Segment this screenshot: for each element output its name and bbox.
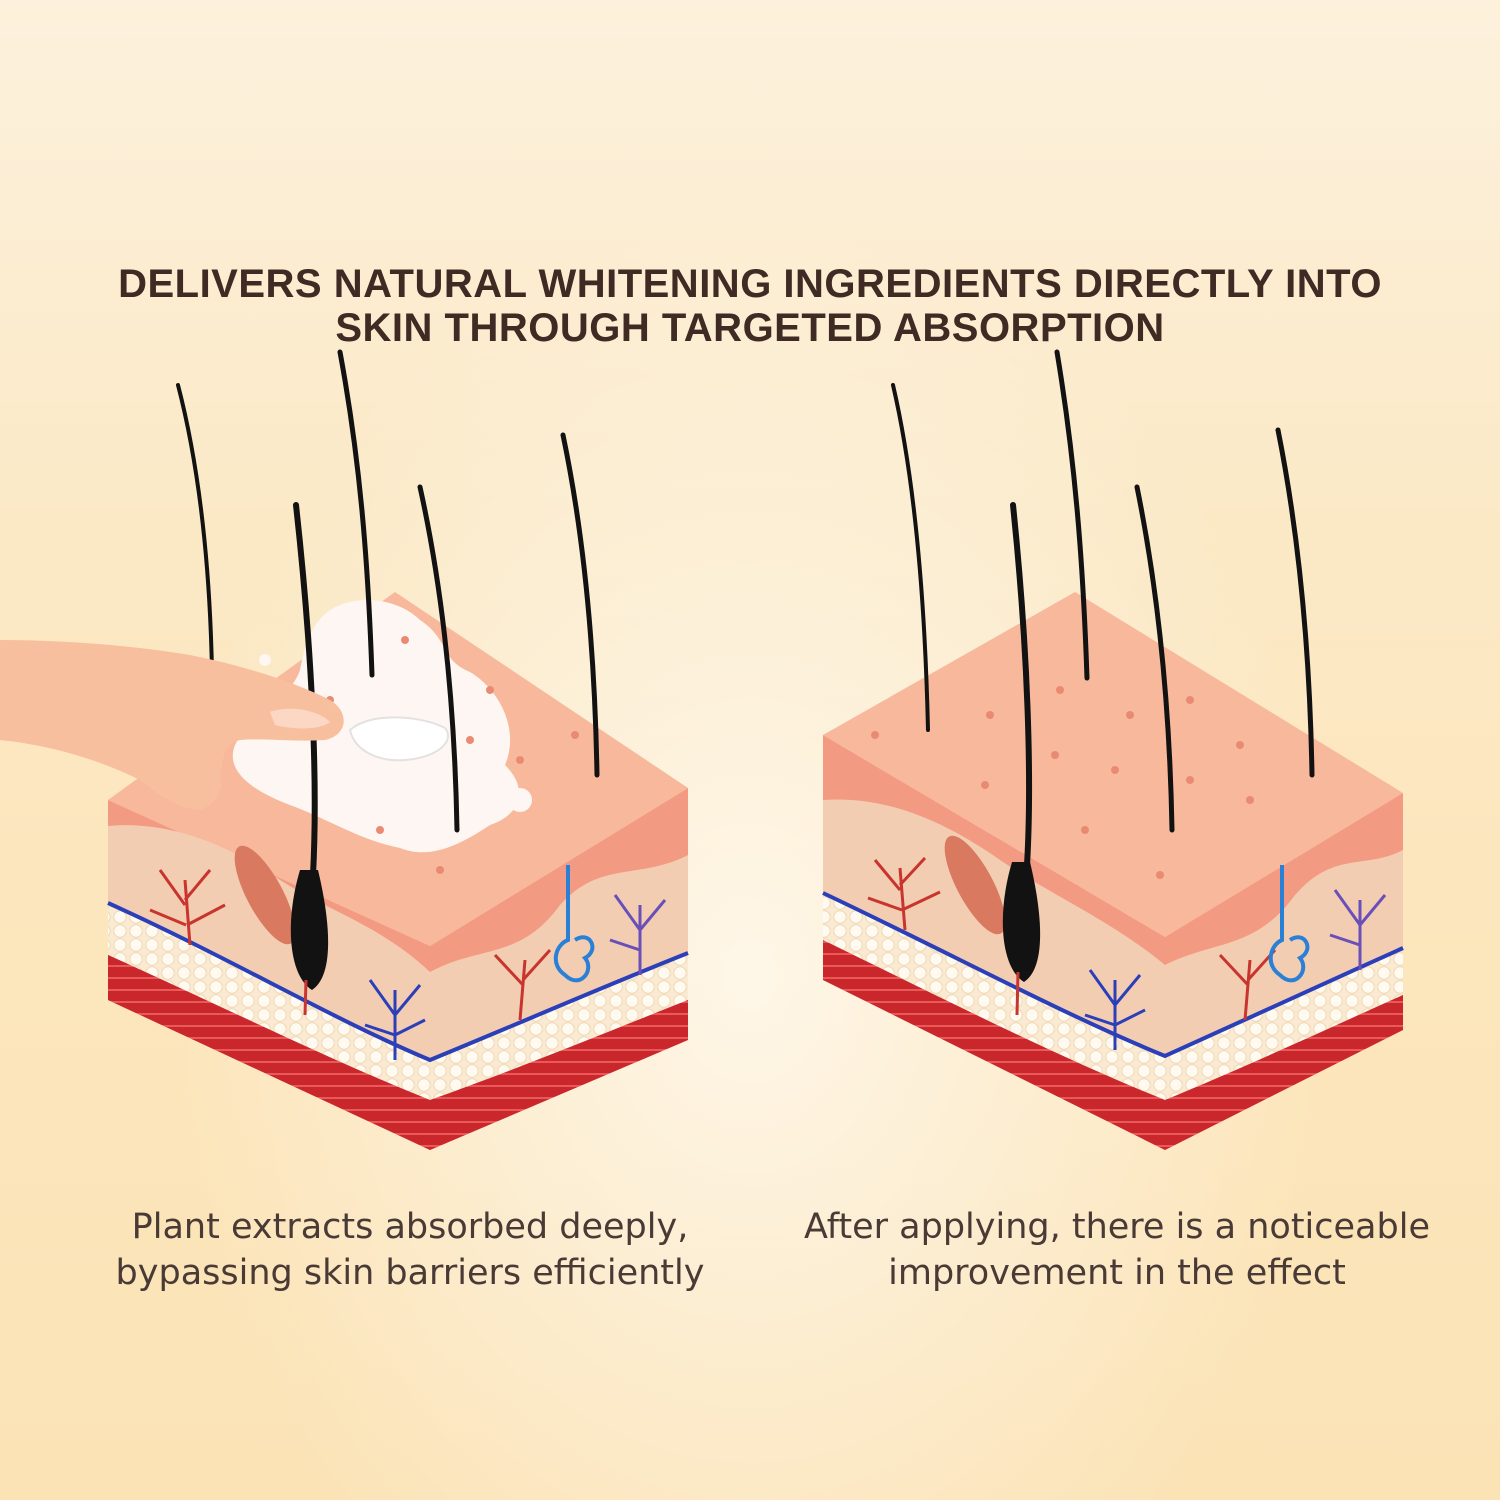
right-fat-left [823, 895, 1165, 1100]
left-pores [326, 636, 579, 874]
cream-blob [348, 716, 450, 762]
right-fat-right [1165, 950, 1403, 1100]
right-hairs [891, 349, 1315, 868]
left-vein [364, 979, 426, 1060]
left-caption-line-2: bypassing skin barriers efficiently [115, 1253, 705, 1293]
headline-line-2: SKIN THROUGH TARGETED ABSORPTION [335, 306, 1165, 350]
right-muscle-right [1165, 995, 1403, 1150]
left-follicle-papilla [303, 979, 308, 1016]
right-hair-follicle [1002, 862, 1041, 982]
right-caption-line-1: After applying, there is a noticeable [804, 1207, 1430, 1247]
right-follicle-papilla [1015, 971, 1020, 1016]
left-caption-line-1: Plant extracts absorbed deeply, [131, 1207, 689, 1247]
right-vein [1084, 969, 1146, 1050]
finger-icon [0, 640, 344, 810]
left-cream-dot [508, 788, 532, 812]
right-pores [871, 686, 1254, 879]
left-artery [493, 948, 552, 1021]
right-artery [867, 856, 941, 931]
right-dermis-left [823, 799, 1165, 1070]
headline-line-1: DELIVERS NATURAL WHITENING INGREDIENTS D… [118, 262, 1382, 306]
left-dermis-right [430, 855, 688, 1075]
left-vein-line [107, 901, 689, 1063]
left-fat-right [430, 955, 688, 1100]
right-dermis-right [1165, 850, 1403, 1070]
right-arrector-muscle [944, 835, 1006, 935]
left-vein [609, 894, 667, 975]
right-vein [1329, 889, 1387, 970]
left-muscle-left [108, 955, 430, 1150]
headline: DELIVERS NATURAL WHITENING INGREDIENTS D… [0, 262, 1500, 350]
right-skin-block [822, 349, 1404, 1150]
left-artery [149, 869, 226, 946]
left-cream-dot [259, 654, 271, 666]
left-caption: Plant extracts absorbed deeply, bypassin… [50, 1204, 770, 1296]
left-muscle-right [430, 1000, 688, 1150]
left-sweat-gland [553, 865, 595, 983]
left-skin-block [0, 349, 689, 1150]
right-skin-surface [823, 592, 1403, 937]
right-sweat-gland [1268, 865, 1310, 983]
fingernail-icon [270, 708, 330, 729]
right-caption-line-2: improvement in the effect [888, 1253, 1346, 1293]
left-dermis-left [108, 825, 430, 1075]
right-muscle-left [823, 940, 1165, 1150]
left-fat-left [108, 905, 430, 1100]
left-arrector-muscle [234, 845, 296, 945]
right-caption: After applying, there is a noticeable im… [757, 1204, 1477, 1296]
left-hair-follicle [290, 870, 329, 990]
right-vein-line [822, 891, 1404, 1059]
